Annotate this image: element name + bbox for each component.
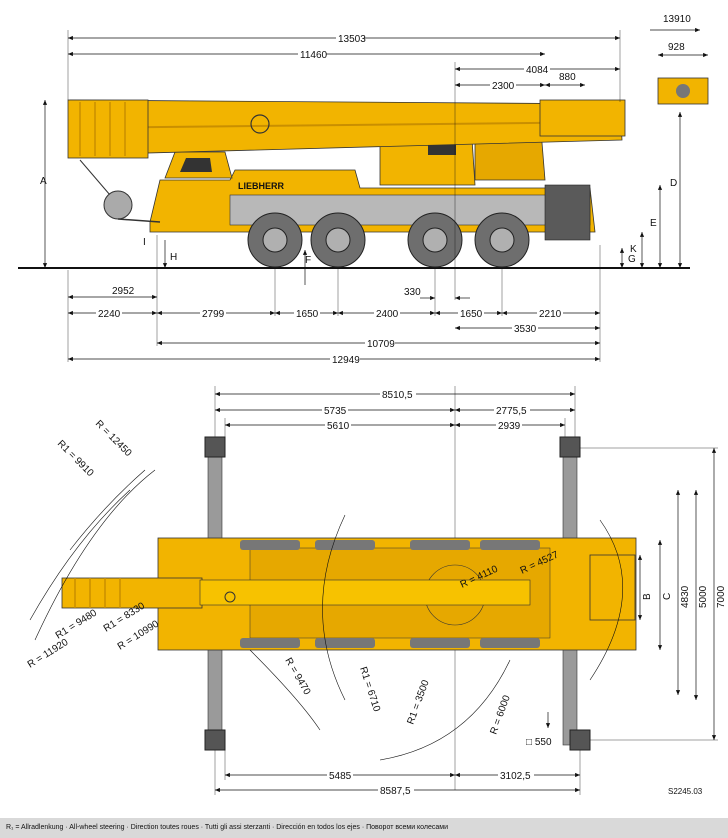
brand-label: LIEBHERR: [238, 181, 285, 191]
dim-5735: 5735: [324, 406, 347, 417]
dim-13503: 13503: [338, 34, 366, 45]
footer-legend: R₁ = Allradlenkung · All-wheel steering …: [0, 818, 728, 838]
radius-9470: R = 9470: [282, 656, 312, 697]
radius-9480: R1 = 9480: [54, 607, 100, 641]
radius-12450: R = 12450: [93, 418, 134, 459]
dim-7000: 7000: [716, 585, 727, 608]
dim-8587-5: 8587,5: [380, 786, 411, 797]
outriggers: [204, 436, 591, 751]
pad-size-label: □ 550: [526, 737, 552, 748]
dim-10709: 10709: [367, 339, 395, 350]
letter-K: K: [630, 244, 637, 255]
letter-I: I: [143, 237, 146, 248]
side-view: LIEBHERR: [18, 14, 709, 366]
radius-6000: R = 6000: [488, 693, 512, 736]
dim-13910: 13910: [663, 14, 691, 25]
dim-5610: 5610: [327, 421, 350, 432]
radius-6710: R1 = 6710: [357, 666, 382, 714]
radius-11920: R = 11920: [26, 637, 71, 671]
top-view: 8510,5 5735 2775,5 5610 2939: [26, 386, 727, 797]
letter-A: A: [40, 176, 47, 187]
radius-9910: R1 = 9910: [55, 438, 96, 479]
dim-12949: 12949: [332, 355, 360, 366]
dim-2775-5: 2775,5: [496, 406, 527, 417]
boom-head: [67, 99, 149, 159]
hook-width-icon: [657, 77, 709, 105]
dim-1650b: 1650: [460, 309, 483, 320]
dim-2240: 2240: [98, 309, 121, 320]
boom-top: [61, 577, 531, 609]
letter-E: E: [650, 218, 657, 229]
wheels: [247, 212, 530, 268]
side-vertical-dimensions: A D E K G I H F: [40, 100, 683, 285]
letter-F: F: [305, 255, 311, 266]
side-top-dimensions: 13503 11460 4084 2300 880 13910 928: [67, 14, 708, 300]
dim-3530: 3530: [514, 324, 537, 335]
radius-3500: R1 = 3500: [405, 678, 431, 726]
outrigger-pad: [204, 729, 226, 751]
dim-5485: 5485: [329, 771, 352, 782]
pad-size: □ 550: [526, 712, 552, 748]
dim-880: 880: [559, 72, 576, 83]
side-bottom-dimensions: 2952 2240 2799 1650 2400 1650 330 2210: [67, 235, 601, 366]
top-view-right-dimensions: B C 4830 5000 7000: [580, 447, 727, 741]
dim-B: B: [642, 593, 653, 600]
letter-D: D: [670, 178, 677, 189]
top-view-top-dimensions: 8510,5 5735 2775,5 5610 2939: [214, 386, 576, 790]
hook-block: [79, 159, 161, 223]
outrigger-pad: [559, 436, 581, 458]
letter-G: G: [628, 254, 636, 265]
turning-arcs: [29, 469, 623, 761]
dim-C: C: [662, 593, 673, 600]
dim-1650a: 1650: [296, 309, 319, 320]
dim-5000: 5000: [698, 585, 709, 608]
outrigger-pad: [569, 729, 591, 751]
dim-2799: 2799: [202, 309, 225, 320]
dim-2400: 2400: [376, 309, 399, 320]
dim-3102-5: 3102,5: [500, 771, 531, 782]
drawing-number: S2245.03: [668, 787, 703, 796]
dim-330: 330: [404, 287, 421, 298]
dim-2300: 2300: [492, 81, 515, 92]
dim-2939: 2939: [498, 421, 521, 432]
boom: [67, 99, 626, 159]
dim-928: 928: [668, 42, 685, 53]
dim-8510-5: 8510,5: [382, 390, 413, 401]
dim-4830: 4830: [680, 585, 691, 608]
dim-2210: 2210: [539, 309, 562, 320]
dim-11460: 11460: [300, 50, 328, 61]
letter-H: H: [170, 252, 177, 263]
dim-2952: 2952: [112, 286, 135, 297]
dim-4084: 4084: [526, 65, 549, 76]
top-view-bottom-dimensions: 5485 3102,5 8587,5: [214, 750, 581, 797]
outrigger-pad: [204, 436, 226, 458]
